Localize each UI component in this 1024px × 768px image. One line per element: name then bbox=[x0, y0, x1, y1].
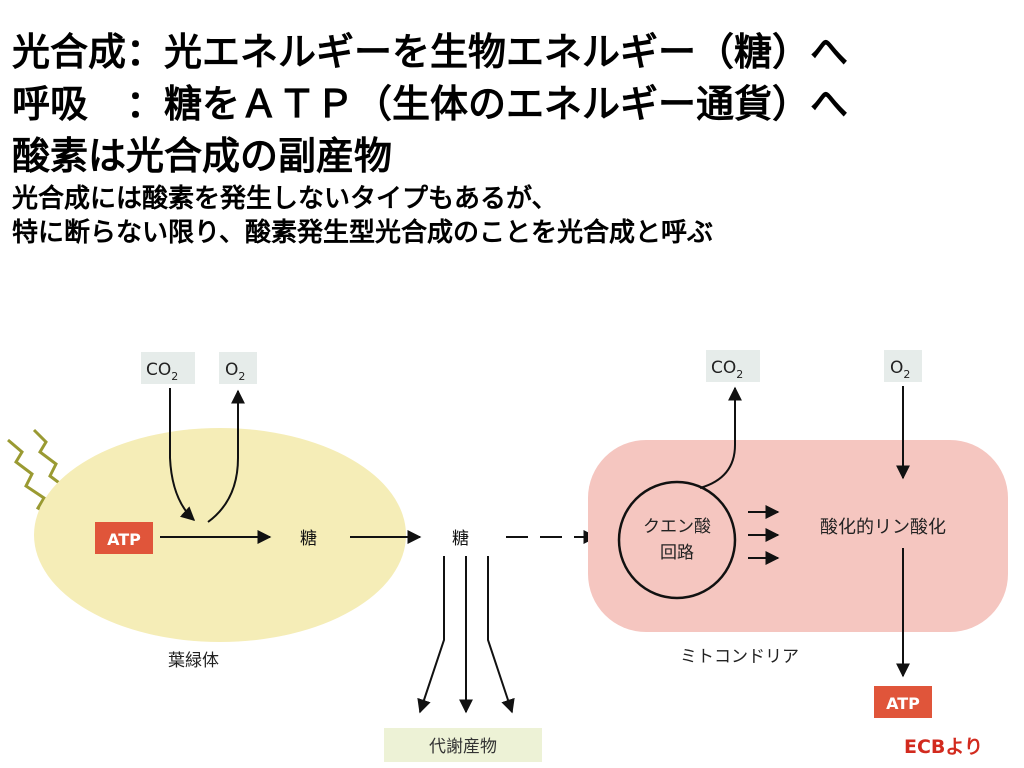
citric-acid-cycle-label-1: クエン酸 bbox=[643, 517, 711, 537]
co2-label-mitochondria: CO2 bbox=[711, 358, 743, 381]
co2-label-chloroplast: CO2 bbox=[146, 360, 178, 383]
heading-block: 光合成：光エネルギーを生物エネルギー（糖）へ 呼吸 ：糖をＡＴＰ（生体のエネルギ… bbox=[12, 26, 1017, 250]
heading-respiration-label: 呼吸 ： bbox=[12, 82, 165, 126]
co2-in-arrow bbox=[169, 388, 196, 521]
o2-label-mitochondria: O2 bbox=[890, 358, 910, 381]
metabolites-label: 代謝産物 bbox=[429, 737, 497, 757]
co2-box-chloroplast bbox=[141, 352, 195, 384]
metabolites-box bbox=[384, 728, 542, 762]
o2-box-mitochondria bbox=[884, 350, 922, 382]
note-line-2: 特に断らない限り、酸素発生型光合成のことを光合成と呼ぶ bbox=[12, 218, 713, 248]
atp-label-chloroplast: ATP bbox=[107, 530, 141, 549]
heading-photosynthesis: 光合成：光エネルギーを生物エネルギー（糖）へ bbox=[12, 30, 849, 74]
citric-acid-cycle-label-2: 回路 bbox=[660, 543, 694, 563]
mitochondria-label: ミトコンドリア bbox=[680, 647, 799, 667]
note-line-1: 光合成には酸素を発生しないタイプもあるが、 bbox=[12, 184, 558, 214]
heading-respiration: 呼吸 ：糖をＡＴＰ（生体のエネルギー通貨）へ bbox=[12, 78, 1017, 130]
oxidative-phosphorylation-label: 酸化的リン酸化 bbox=[820, 517, 946, 538]
o2-label-chloroplast: O2 bbox=[225, 360, 245, 383]
chloroplast-shape bbox=[34, 428, 406, 642]
atp-label-mitochondria: ATP bbox=[886, 694, 920, 713]
sunlight-zigzag-1 bbox=[7, 438, 59, 522]
co2-release-arrow bbox=[699, 386, 742, 489]
o2-out-arrow bbox=[207, 389, 245, 523]
atp-box-chloroplast bbox=[95, 522, 153, 554]
heading-respiration-text: 糖をＡＴＰ（生体のエネルギー通貨）へ bbox=[164, 82, 849, 126]
chloroplast-label: 葉緑体 bbox=[168, 651, 219, 671]
o2-box-chloroplast bbox=[219, 352, 257, 384]
source-credit: ECBより bbox=[904, 736, 984, 758]
co2-box-mitochondria bbox=[706, 350, 760, 382]
atp-box-mitochondria bbox=[874, 686, 932, 718]
sugar-label-middle: 糖 bbox=[452, 529, 469, 549]
metabolite-arrow-right bbox=[487, 556, 515, 714]
citric-acid-cycle-circle bbox=[617, 480, 737, 600]
metabolite-arrow-left bbox=[417, 556, 445, 714]
sugar-label-chloroplast: 糖 bbox=[300, 529, 317, 549]
heading-oxygen: 酸素は光合成の副産物 bbox=[12, 134, 393, 178]
